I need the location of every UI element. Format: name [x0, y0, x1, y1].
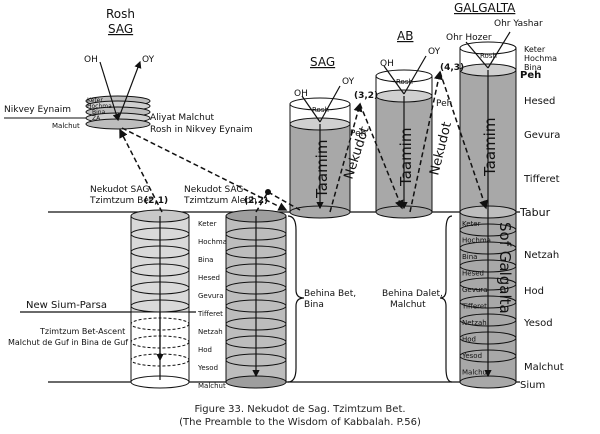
galgalta-malchut: Malchut — [524, 362, 564, 373]
right-sefira-gevura: Gevura — [462, 286, 487, 294]
right-sefira-tifferet: Tifferet — [461, 303, 487, 311]
ohr-yashar-label: Ohr Yashar — [494, 19, 543, 29]
right-sefira-hesed: Hesed — [462, 270, 484, 278]
rosh-keter: Keter — [87, 97, 103, 104]
new-sium-parsa-label: New Sium-Parsa — [26, 300, 107, 311]
rosh-label: Rosh — [106, 7, 135, 21]
num-32: (3,2) — [354, 91, 378, 101]
galgalta-netzah: Netzah — [524, 250, 559, 261]
aliyat-malchut-label: Aliyat Malchut — [150, 113, 215, 123]
caption-line2: (The Preamble to the Wisdom of Kabbalah.… — [179, 417, 421, 428]
oh-sag: OH — [294, 89, 308, 99]
nekudot-bet-2: Tzimtzum Bet — [89, 196, 153, 206]
tzimtzum-bet-ascent-label: Tzimtzum Bet-Ascent — [39, 327, 125, 336]
oh-left: OH — [84, 55, 98, 65]
ab-cylinder — [375, 55, 433, 219]
mid-sefira-bina: Bina — [198, 256, 213, 264]
rosh-bina: Bina — [92, 109, 106, 116]
taamim-ab: Taamim — [397, 128, 415, 187]
taamim-sag: Taamim — [313, 140, 331, 199]
galgalta-yesod: Yesod — [523, 318, 553, 329]
mid-sefira-malchut: Malchut — [198, 382, 226, 390]
malchut-de-guf-label: Malchut de Guf in Bina de Guf — [8, 338, 128, 347]
tabur-label: Tabur — [519, 206, 551, 219]
mid-sefira-gevura: Gevura — [198, 292, 223, 300]
galgalta-keter: Keter — [524, 45, 546, 54]
ohr-hozer-label: Ohr Hozer — [446, 33, 492, 43]
nekudot-aleph-num: (2,2) — [244, 196, 268, 206]
sof-galgalta-label: Sof Galgalta — [496, 222, 514, 314]
rosh-malchut: Malchut — [52, 122, 80, 130]
oh-ab: OH — [380, 59, 394, 69]
right-sefira-bina: Bina — [462, 253, 477, 261]
behina-bet-label: Behina Bet, — [304, 289, 356, 299]
peh-sag: Peh — [350, 129, 366, 139]
nekudot-bet-1: Nekudot SAG — [90, 185, 149, 195]
oy-left: OY — [142, 55, 155, 65]
galgalta-hod: Hod — [524, 286, 544, 297]
galgalta-gevura: Gevura — [524, 130, 560, 141]
sag-label-left: SAG — [108, 22, 133, 36]
peh-ab: Peh — [436, 99, 452, 109]
sag-cylinder — [289, 85, 351, 219]
galgalta-hochma: Hochma — [524, 54, 557, 63]
mid-sefira-tifferet: Tifferet — [197, 310, 223, 318]
right-sefira-malchut: Malchut — [462, 369, 490, 377]
mid-sefira-hod: Hod — [198, 346, 212, 354]
galgalta-label: GALGALTA — [454, 1, 516, 15]
nekudot-bet-num: (2,1) — [144, 196, 168, 206]
rosh-sag: Rosh — [312, 106, 329, 114]
right-column-labels: KeterHochmaBinaHesedGevuraTifferetNetzah… — [461, 220, 491, 377]
behina-dalet-label: Behina Dalet, — [382, 289, 443, 299]
rosh-in-nikvey-label: Rosh in Nikvey Eynaim — [150, 125, 253, 135]
nekudot-aleph-2: Tzimtzum Aleph — [183, 196, 257, 206]
middle-column-labels: KeterHochmaBinaHesedGevuraTifferetNetzah… — [197, 220, 227, 390]
junction-dot — [265, 189, 271, 195]
right-sefira-yesod: Yesod — [461, 352, 482, 360]
oy-sag: OY — [342, 77, 355, 87]
taamim-galgalta: Taamim — [481, 118, 499, 177]
sium-label: Sium — [520, 380, 545, 391]
nekudot-aleph-1: Nekudot SAG — [184, 185, 243, 195]
brace-behina-bet — [287, 215, 305, 383]
galgalta-cylinder — [459, 31, 517, 389]
galgalta-tifferet: Tifferet — [523, 174, 560, 185]
galgalta-hesed: Hesed — [524, 96, 555, 107]
mid-sefira-netzah: Netzah — [198, 328, 223, 336]
peh-galgalta: Peh — [520, 70, 541, 81]
rosh-galgalta: Rosh — [480, 52, 497, 60]
rosh-za: ZA — [92, 115, 101, 122]
caption-line1: Figure 33. Nekudot de Sag. Tzimtzum Bet. — [194, 404, 405, 415]
right-sefira-netzah: Netzah — [462, 319, 487, 327]
rosh-hochma: Hochma — [87, 103, 112, 110]
nikvey-eynaim-1: Nikvey Eynaim — [4, 105, 71, 115]
left-column — [130, 209, 190, 389]
bina-label: Bina — [304, 300, 324, 310]
right-sefira-hod: Hod — [462, 336, 476, 344]
mid-sefira-yesod: Yesod — [197, 364, 218, 372]
middle-column — [225, 209, 287, 389]
galgalta-bina: Bina — [524, 63, 542, 72]
ab-label: AB — [397, 29, 413, 43]
malchut-d-label: Malchut — [390, 300, 426, 310]
right-sefira-keter: Keter — [462, 220, 481, 228]
dashed-connections — [119, 70, 488, 213]
rosh-ab: Rosh — [396, 78, 413, 86]
oy-ab: OY — [428, 47, 441, 57]
right-sefira-hochma: Hochma — [462, 237, 491, 245]
brace-behina-dalet — [439, 215, 453, 383]
mid-sefira-hesed: Hesed — [198, 274, 220, 282]
mid-sefira-hochma: Hochma — [198, 238, 227, 246]
sag-label-mid: SAG — [310, 55, 335, 69]
num-43: (4,3) — [440, 63, 464, 73]
mid-sefira-keter: Keter — [198, 220, 217, 228]
